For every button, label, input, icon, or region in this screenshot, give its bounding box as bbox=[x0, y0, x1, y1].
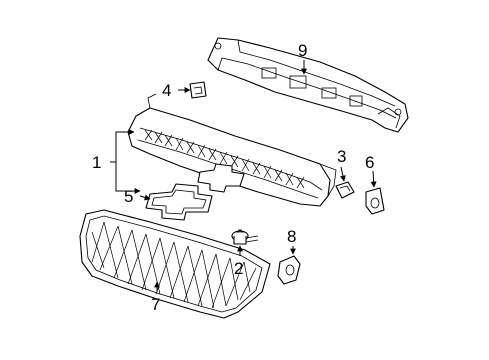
leader-lines bbox=[110, 60, 377, 292]
callout-2: 2 bbox=[234, 259, 243, 278]
part-8-clip bbox=[277, 255, 301, 285]
leader-6 bbox=[370, 170, 377, 188]
callout-3: 3 bbox=[337, 147, 346, 166]
callout-6: 6 bbox=[365, 153, 374, 172]
part-5-emblem bbox=[145, 183, 213, 221]
leader-1-lower bbox=[115, 162, 141, 194]
callout-1: 1 bbox=[92, 153, 101, 172]
callout-9: 9 bbox=[298, 41, 307, 60]
callout-4: 4 bbox=[162, 81, 171, 100]
part-4-clip bbox=[189, 81, 207, 99]
callout-8: 8 bbox=[287, 227, 296, 246]
part-1-grille-frame bbox=[127, 93, 337, 207]
part-9-support-bracket bbox=[207, 37, 409, 133]
leader-1-upper bbox=[110, 129, 135, 163]
callout-5: 5 bbox=[124, 187, 133, 206]
callout-7: 7 bbox=[151, 295, 160, 314]
leader-5 bbox=[139, 194, 151, 201]
part-3-cap bbox=[335, 181, 355, 199]
callout-labels: 9 4 1 5 3 6 2 8 7 bbox=[92, 41, 374, 314]
part-6-bracket bbox=[365, 187, 385, 215]
part-2-fastener bbox=[231, 229, 259, 245]
part-7-lower-grille bbox=[79, 209, 271, 319]
leader-3 bbox=[339, 166, 346, 182]
